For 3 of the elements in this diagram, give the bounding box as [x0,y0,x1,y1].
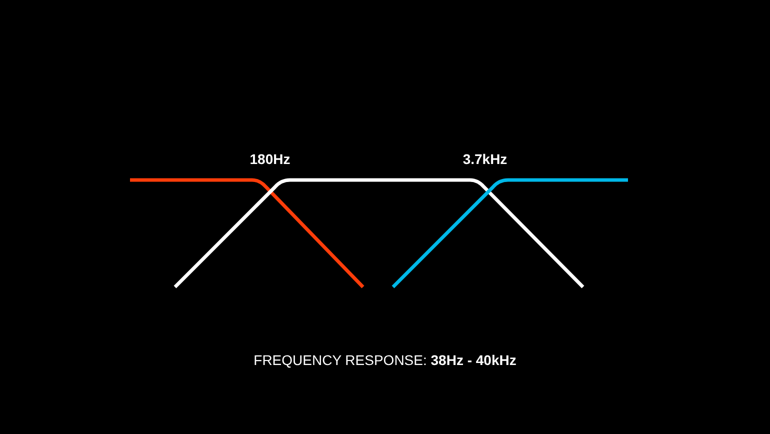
specification-text: FREQUENCY RESPONSE: 38Hz - 40kHz [254,352,516,368]
frequency-label: 3.7kHz [462,151,508,167]
frequency-label: 180Hz [250,151,290,167]
